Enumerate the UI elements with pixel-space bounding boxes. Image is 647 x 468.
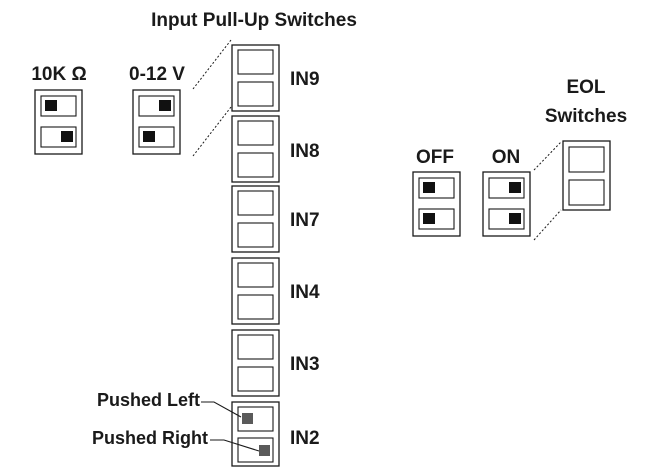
pushed-left-leader — [201, 401, 242, 418]
eol-title-line2: Switches — [545, 106, 627, 127]
eol-on-label: ON — [492, 147, 521, 168]
voltage-label: 0-12 V — [129, 64, 185, 85]
input-label-in8: IN8 — [290, 141, 320, 162]
pushed-left-label: Pushed Left — [97, 390, 200, 410]
input-label-in7: IN7 — [290, 210, 320, 231]
input-switch-in4 — [231, 257, 280, 325]
input-label-in4: IN4 — [290, 282, 320, 303]
diagram-title: Input Pull-Up Switches — [151, 10, 357, 31]
eol-zoom-line-top — [533, 141, 562, 171]
eol-zoom-line-bottom — [533, 209, 562, 241]
input-switch-in8 — [231, 115, 280, 183]
input-label-in9: IN9 — [290, 69, 320, 90]
eol-off-label: OFF — [416, 147, 454, 168]
eol-title-line1: EOL — [566, 77, 605, 98]
eol-off-switch — [412, 171, 461, 237]
input-switch-in2 — [231, 401, 280, 467]
pushed-right-label: Pushed Right — [92, 428, 208, 448]
eol-on-switch — [482, 171, 531, 237]
eol-switch-block — [562, 140, 611, 211]
resistor-switch — [34, 89, 83, 155]
input-label-in2: IN2 — [290, 428, 320, 449]
voltage-switch — [132, 89, 181, 155]
input-switch-in3 — [231, 329, 280, 397]
pushed-right-leader — [210, 439, 260, 452]
input-label-in3: IN3 — [290, 354, 320, 375]
zoom-line-bottom — [192, 106, 232, 157]
zoom-line-top — [192, 39, 232, 90]
resistor-label: 10K Ω — [31, 64, 86, 85]
input-switch-in9 — [231, 44, 280, 112]
input-switch-in7 — [231, 185, 280, 253]
